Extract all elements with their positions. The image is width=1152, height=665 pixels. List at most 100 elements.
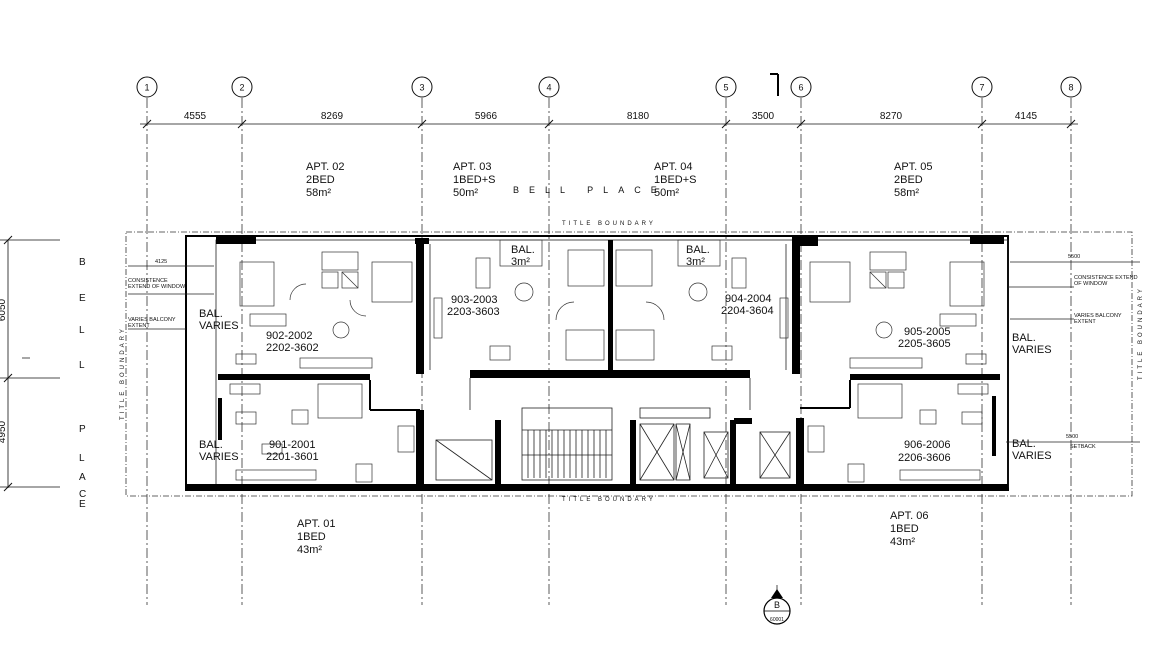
- dim-left-bottom: 4950: [0, 420, 8, 443]
- apt-04-name: APT. 04: [654, 161, 693, 173]
- grid-label-2: 2: [239, 82, 244, 92]
- street-side-l2: L: [79, 360, 85, 371]
- street-side-e2: E: [79, 499, 86, 510]
- grid-label-5: 5: [723, 82, 728, 92]
- apt-05-name: APT. 05: [894, 161, 933, 173]
- apt-02-name: APT. 02: [306, 161, 345, 173]
- unit-905-line1: 905-2005: [904, 326, 951, 338]
- apt-03-area: 50m²: [453, 187, 478, 199]
- note-varies-right: VARIES BALCONY EXTENT: [1074, 313, 1121, 325]
- unit-906-line1: 906-2006: [904, 439, 951, 451]
- apt-01-name: APT. 01: [297, 518, 336, 530]
- grid-bubble-1: 1: [136, 76, 158, 98]
- grid-bubble-5: 5: [715, 76, 737, 98]
- apt-04-type: 1BED+S: [654, 174, 697, 186]
- bal-06-line2: VARIES: [1012, 450, 1052, 462]
- lift-4: [759, 431, 791, 479]
- section-marker: B 60001: [763, 585, 791, 625]
- dim-left-top: 6050: [0, 298, 8, 321]
- apt-06-label: APT. 06 1BED 43m²: [890, 510, 929, 548]
- apt-03-label: APT. 03 1BED+S 50m²: [453, 161, 496, 199]
- title-boundary-bottom: TITLE BOUNDARY: [562, 497, 656, 503]
- lift-1: [639, 423, 675, 481]
- grid-label-3: 3: [419, 82, 424, 92]
- street-side-c: C: [79, 489, 86, 500]
- street-side-p: P: [79, 424, 86, 435]
- dim-small-right-bottom: 5500: [1066, 434, 1078, 440]
- lift-2: [675, 423, 691, 481]
- grid-bubbles: 1 2 3 4 5 6 7 8: [136, 76, 1082, 98]
- street-side-l3: L: [79, 453, 85, 464]
- grid-bubble-7: 7: [971, 76, 993, 98]
- unit-901-line1: 901-2001: [269, 439, 316, 451]
- dim-3-4: 5966: [475, 111, 498, 122]
- bal-01-line2: VARIES: [199, 451, 239, 463]
- dim-4-5: 8180: [627, 111, 650, 122]
- dim-1-2: 4555: [184, 111, 207, 122]
- grid-bubble-4: 4: [538, 76, 560, 98]
- title-boundary: TITLE BOUNDARY TITLE BOUNDARY TITLE BOUN…: [120, 221, 1144, 503]
- note-consistence-right: CONSISTENCE EXTEND OF WINDOW: [1074, 275, 1138, 287]
- grid-label-8: 8: [1068, 82, 1073, 92]
- bal-01-line1: BAL.: [199, 439, 223, 451]
- unit-904-line2: 2204-3604: [721, 305, 774, 317]
- apt-02-type: 2BED: [306, 174, 335, 186]
- bal-06-line1: BAL.: [1012, 438, 1036, 450]
- apt-05-type: 2BED: [894, 174, 923, 186]
- unit-numbers: 902-2002 2202-3602 903-2003 2203-3603 90…: [266, 293, 951, 464]
- grid-bubble-6: 6: [790, 76, 812, 98]
- dimension-string-top: 4555 8269 5966 8180 3500 8270 4145: [140, 111, 1078, 129]
- note-consistence-left: CONSISTENCE EXTEND OF WINDOW: [128, 278, 185, 290]
- apt-04-label: APT. 04 1BED+S 50m²: [654, 161, 697, 199]
- apt-01-label: APT. 01 1BED 43m²: [297, 518, 336, 556]
- lift-3: [703, 431, 729, 479]
- dimension-string-left: 6050 4950: [0, 235, 60, 492]
- apt-02-label: APT. 02 2BED 58m²: [306, 161, 345, 199]
- unit-903-line2: 2203-3603: [447, 306, 500, 318]
- unit-905-line2: 2205-3605: [898, 338, 951, 350]
- grid-bubble-3: 3: [411, 76, 433, 98]
- title-boundary-left: TITLE BOUNDARY: [120, 326, 126, 420]
- grid-label-1: 1: [144, 82, 149, 92]
- apt-01-type: 1BED: [297, 531, 326, 543]
- street-side-l1: L: [79, 325, 85, 336]
- unit-903-line1: 903-2003: [451, 294, 498, 306]
- street-label-top: BELL PLACE: [513, 185, 667, 195]
- title-boundary-right: TITLE BOUNDARY: [1138, 286, 1144, 380]
- street-side-a: A: [79, 472, 86, 483]
- dim-6-7: 8270: [880, 111, 903, 122]
- apt-06-name: APT. 06: [890, 510, 929, 522]
- section-letter: B: [774, 600, 780, 610]
- grid-bubble-8: 8: [1060, 76, 1082, 98]
- bal-03-line2: 3m²: [511, 256, 530, 268]
- unit-904-line1: 904-2004: [725, 293, 772, 305]
- grid-label-6: 6: [798, 82, 803, 92]
- bal-03-line1: BAL.: [511, 244, 535, 256]
- dim-2-3: 8269: [321, 111, 344, 122]
- apt-02-area: 58m²: [306, 187, 331, 199]
- bal-02-line1: BAL.: [199, 308, 223, 320]
- grid-bubble-2: 2: [231, 76, 253, 98]
- apt-06-type: 1BED: [890, 523, 919, 535]
- bal-02-line2: VARIES: [199, 320, 239, 332]
- grid-lines: [146, 98, 1072, 605]
- bal-04-line1: BAL.: [686, 244, 710, 256]
- furniture: [229, 239, 989, 483]
- street-side-e: E: [79, 293, 86, 304]
- building-walls: [185, 235, 1009, 491]
- apt-03-type: 1BED+S: [453, 174, 496, 186]
- title-boundary-top: TITLE BOUNDARY: [562, 221, 656, 227]
- unit-902-line2: 2202-3602: [266, 342, 319, 354]
- core: [435, 407, 791, 481]
- apt-06-area: 43m²: [890, 536, 915, 548]
- dim-7-8: 4145: [1015, 111, 1038, 122]
- unit-901-line2: 2201-3601: [266, 451, 319, 463]
- note-setback: SETBACK: [1070, 444, 1096, 450]
- balcony-labels: BAL. VARIES BAL. VARIES BAL. VARIES BAL.…: [199, 244, 1052, 463]
- apt-04-area: 50m²: [654, 187, 679, 199]
- unit-906-line2: 2206-3606: [898, 452, 951, 464]
- apt-05-area: 58m²: [894, 187, 919, 199]
- apt-03-name: APT. 03: [453, 161, 492, 173]
- bal-04-line2: 3m²: [686, 256, 705, 268]
